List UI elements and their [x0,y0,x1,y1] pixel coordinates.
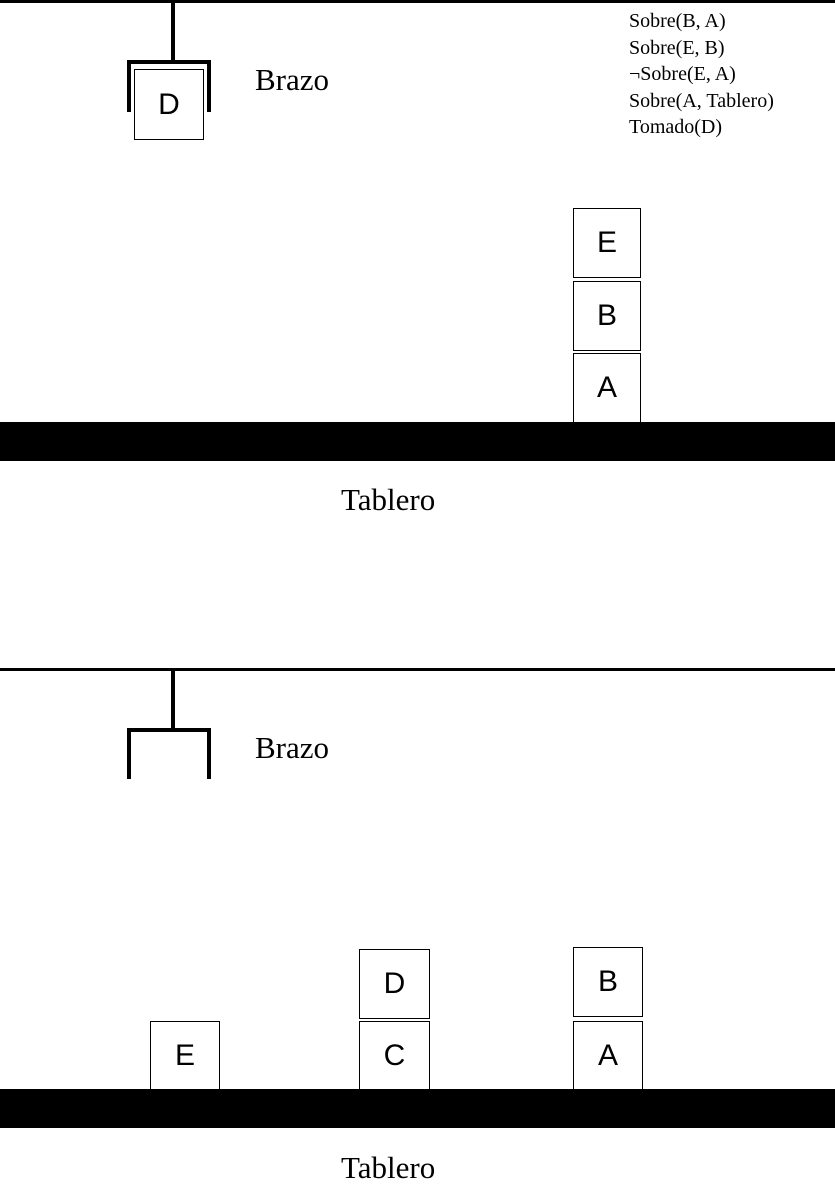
arm-label: Brazo [255,62,330,97]
held-block-d: D [134,69,204,140]
predicate: ¬Sobre(E, A) [629,63,736,85]
arm-left-finger [127,728,131,779]
block-b: B [573,281,641,351]
ceiling-line [0,0,835,3]
scene-initial-state: D Brazo Sobre(B, A) Sobre(E, B) ¬Sobre(E… [0,0,835,517]
scene-goal-state: Brazo E D C B A Tablero [0,668,835,1185]
board [0,422,835,461]
arm-crossbar [127,60,211,64]
arm-right-finger [207,728,211,779]
arm-crossbar [127,728,211,732]
block-c: C [359,1021,430,1091]
predicate: Sobre(B, A) [629,10,726,32]
block-e: E [573,208,641,278]
predicate: Tomado(D) [629,116,723,138]
block-d: D [359,949,430,1019]
arm-rod [171,668,175,730]
block-a: A [573,1021,643,1091]
state-predicate-list: Sobre(B, A) Sobre(E, B) ¬Sobre(E, A) Sob… [629,8,774,141]
predicate: Sobre(A, Tablero) [629,89,774,112]
block-b: B [573,947,643,1017]
block-a: A [573,353,641,423]
board [0,1089,835,1128]
arm-left-finger [127,60,131,112]
board-label: Tablero [341,1150,436,1185]
predicate: Sobre(E, B) [629,36,725,59]
arm-label: Brazo [255,730,330,765]
arm-rod [171,0,175,62]
arm-right-finger [207,60,211,112]
board-label: Tablero [341,482,436,517]
ceiling-line [0,668,835,671]
block-e: E [150,1021,220,1091]
